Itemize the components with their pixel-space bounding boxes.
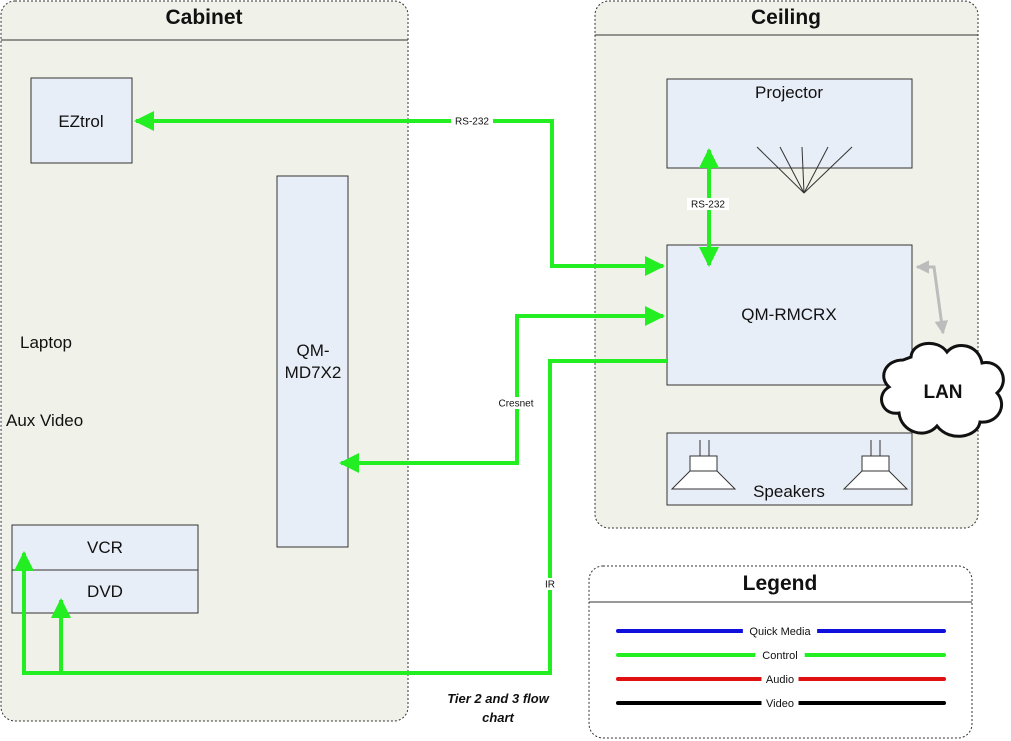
- speaker-left-icon: [670, 440, 737, 490]
- legend-label: Quick Media: [749, 626, 811, 638]
- cresnet-label: Cresnet: [498, 399, 533, 410]
- legend-item: Audio: [616, 673, 946, 686]
- eztrol-box: EZtrol: [30, 77, 133, 164]
- qm-md7x2-label-line2: MD7X2: [285, 363, 342, 382]
- speakers-box: Speakers: [666, 432, 913, 506]
- ir-label: IR: [545, 580, 555, 591]
- projector-beam-icon: [756, 146, 853, 194]
- legend-item: Quick Media: [616, 625, 946, 638]
- cresnet-line: [339, 306, 665, 473]
- lan-cloud: LAN: [880, 341, 1005, 438]
- lan-link-line: [915, 260, 949, 335]
- dvd-box: DVD: [11, 569, 199, 614]
- qm-md7x2-box: QM- MD7X2: [276, 175, 349, 548]
- speakers-label: Speakers: [753, 482, 825, 501]
- cabinet-title: Cabinet: [165, 6, 242, 29]
- qm-rmcrx-box: QM-RMCRX: [666, 244, 913, 386]
- legend-label: Control: [762, 650, 797, 662]
- qm-rmcrx-label: QM-RMCRX: [741, 305, 836, 324]
- vcr-box: VCR: [11, 524, 199, 571]
- legend-title: Legend: [743, 572, 818, 595]
- caption-line1: Tier 2 and 3 flow: [447, 691, 550, 706]
- dvd-label: DVD: [87, 582, 123, 601]
- rs232-eztrol-label: RS-232: [455, 117, 489, 128]
- rs232-projector-label: RS-232: [691, 200, 725, 211]
- cloud-icon: [880, 341, 1005, 438]
- legend-item: Control: [616, 649, 946, 662]
- ceiling-title: Ceiling: [751, 6, 821, 29]
- ir-line: [13, 359, 667, 675]
- legend-item: Video: [616, 697, 946, 710]
- qm-md7x2-label-line1: QM-: [296, 341, 329, 360]
- legend-label: Video: [766, 698, 794, 710]
- laptop-label: Laptop: [20, 333, 72, 352]
- rs232-eztrol-line: [134, 111, 665, 276]
- projector-label: Projector: [755, 83, 823, 102]
- caption-line2: chart: [482, 710, 514, 725]
- speaker-right-icon: [842, 440, 909, 490]
- aux-video-label: Aux Video: [6, 411, 83, 430]
- legend-label: Audio: [766, 674, 794, 686]
- lan-label: LAN: [923, 382, 962, 403]
- eztrol-label: EZtrol: [58, 112, 103, 131]
- vcr-label: VCR: [87, 538, 123, 557]
